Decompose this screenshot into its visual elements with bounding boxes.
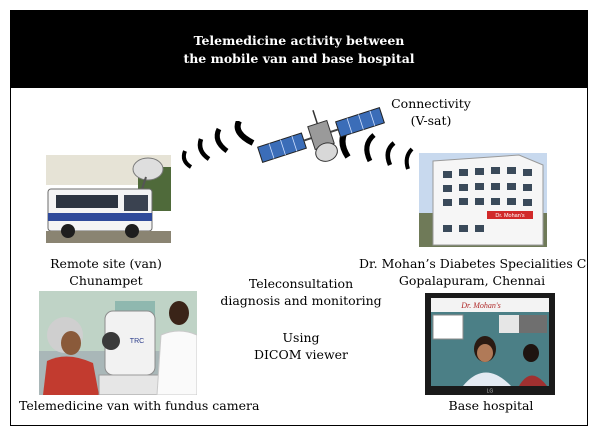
camera-brand-text: TRC — [130, 338, 144, 345]
remote-site-label: Remote site (van) Chunampet — [41, 255, 171, 289]
teleconsultation-line-1: Teleconsultation — [248, 276, 354, 291]
hospital-name-line-2: Gopalapuram, Chennai — [398, 273, 546, 288]
screen-banner-text: Dr. Mohan's — [460, 301, 501, 310]
doctor-coat — [156, 330, 197, 395]
patient-sari — [43, 356, 99, 395]
mobile-van-photo — [46, 155, 171, 243]
signal-arc — [404, 147, 414, 170]
hospital-name-line-1: Dr. Mohan’s Diabetes Specialities Centre — [359, 256, 587, 271]
dicom-line-2: DICOM viewer — [253, 347, 349, 362]
title-banner: Telemedicine activity between the mobile… — [11, 11, 587, 88]
hospital-building-photo: Dr. Mohan's — [419, 153, 547, 247]
hospital-sign — [487, 211, 533, 219]
teleconsultation-line-2: diagnosis and monitoring — [220, 293, 382, 308]
remote-site-line-2: Chunampet — [69, 273, 143, 288]
dicom-label: Using DICOM viewer — [236, 329, 366, 363]
title-line-1: Telemedicine activity between — [193, 32, 405, 48]
signal-arc — [385, 141, 396, 166]
hospital-name-label: Dr. Mohan’s Diabetes Specialities Centre… — [359, 255, 587, 289]
signal-arc — [364, 133, 376, 163]
caption-base-hospital: Base hospital — [448, 398, 534, 413]
signal-arc — [214, 127, 229, 154]
figure-frame: Telemedicine activity between the mobile… — [10, 10, 588, 426]
connectivity-line-2: (V-sat) — [410, 113, 452, 128]
caption-van-camera: Telemedicine van with fundus camera — [19, 398, 260, 413]
solar-panel-right — [335, 106, 385, 138]
base-hospital-tv-photo: Dr. Mohan's LG — [425, 293, 555, 395]
solar-panel-left — [257, 132, 307, 164]
hospital-building — [432, 154, 544, 246]
doctor-head — [169, 301, 189, 325]
satellite-illustration — [257, 106, 385, 164]
hospital-sign-text: Dr. Mohan's — [495, 213, 524, 219]
tv-brand-text: LG — [487, 389, 494, 395]
signal-arc — [197, 138, 211, 161]
satellite-dish — [315, 142, 338, 162]
remote-site-line-1: Remote site (van) — [50, 256, 162, 271]
connectivity-label: Connectivity (V-sat) — [381, 95, 481, 129]
title-line-2: the mobile van and base hospital — [183, 50, 415, 66]
dicom-line-1: Using — [282, 330, 320, 345]
vsat-dish — [132, 157, 164, 181]
signal-arc — [234, 121, 255, 146]
signal-arc — [181, 150, 193, 169]
van-wheel — [61, 224, 75, 238]
connectivity-line-1: Connectivity — [391, 96, 471, 111]
fundus-camera-photo: TRC — [39, 291, 197, 395]
signal-waves-left — [181, 121, 255, 169]
van-wheel — [125, 224, 139, 238]
teleconsultation-label: Teleconsultation diagnosis and monitorin… — [211, 275, 391, 309]
